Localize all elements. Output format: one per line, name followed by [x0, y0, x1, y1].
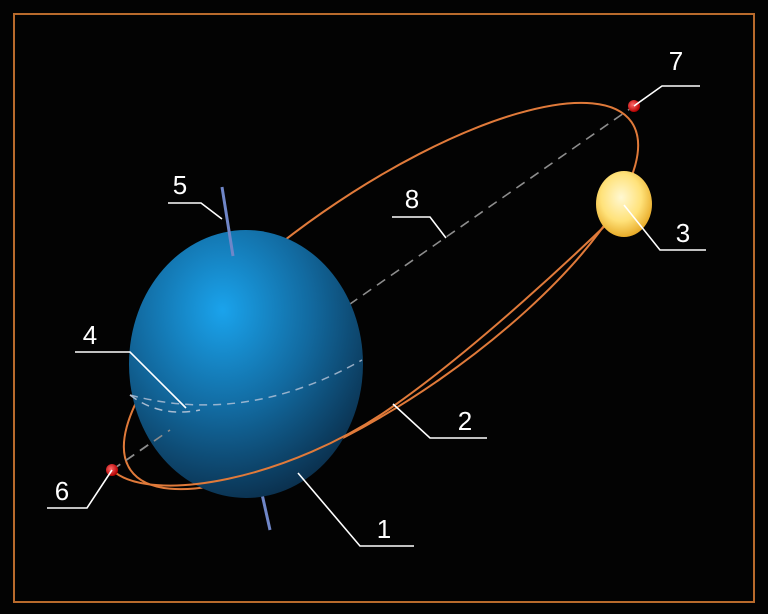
apsides-line-front [111, 429, 171, 471]
planet [129, 230, 363, 498]
planet-axis-top [220, 186, 235, 257]
leader-line-4 [75, 351, 187, 409]
leader-line-5 [168, 202, 223, 220]
label-8: 8 [405, 184, 419, 214]
leader-line-6 [47, 469, 113, 509]
leader-line-1 [297, 472, 414, 547]
leader-line-2 [392, 403, 487, 439]
planet-equator-front [129, 394, 201, 413]
label-5: 5 [173, 170, 187, 200]
leader-lines [47, 85, 706, 547]
leader-line-7 [633, 85, 700, 107]
orbit-ellipse [122, 101, 640, 491]
label-2: 2 [458, 406, 472, 436]
leader-line-3 [623, 204, 706, 251]
planet-axis-bottom [260, 493, 272, 531]
frame-border [13, 13, 755, 603]
label-3: 3 [676, 218, 690, 248]
leader-line-8 [392, 216, 447, 239]
label-4: 4 [83, 320, 97, 350]
label-7: 7 [669, 46, 683, 76]
sun [596, 171, 652, 237]
label-6: 6 [55, 476, 69, 506]
planet-equator-back [129, 359, 363, 406]
label-1: 1 [377, 514, 391, 544]
